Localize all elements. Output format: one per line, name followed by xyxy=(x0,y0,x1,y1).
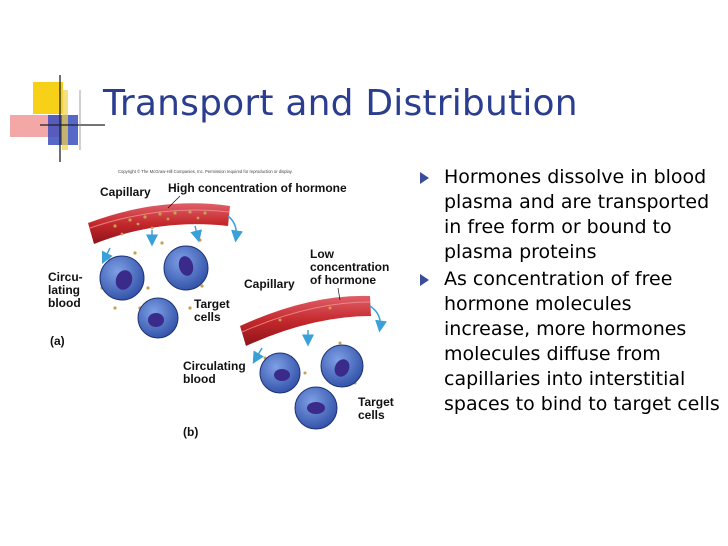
capillary-a xyxy=(88,203,230,244)
label-panel-b: (b) xyxy=(183,425,198,439)
target-cell-a2 xyxy=(163,245,209,291)
target-cell-a1 xyxy=(99,255,145,301)
bullet-arrow-icon xyxy=(420,172,429,184)
label-circulating-blood-a-2: lating xyxy=(48,283,80,297)
label-target-cells-b-1: Target xyxy=(358,395,394,409)
label-circulating-blood-a-1: Circu- xyxy=(48,270,83,284)
title-decoration xyxy=(10,75,105,162)
label-target-cells-a-2: cells xyxy=(194,310,221,324)
slide-title: Transport and Distribution xyxy=(103,83,578,124)
label-circulating-blood-b-2: blood xyxy=(183,372,216,386)
bullet-list: Hormones dissolve in blood plasma and ar… xyxy=(420,165,720,419)
figure-illustration: Copyright © The McGraw-Hill Companies, I… xyxy=(48,169,394,439)
bullet-item: Hormones dissolve in blood plasma and ar… xyxy=(420,165,720,265)
label-low-concentration-3: of hormone xyxy=(310,273,376,287)
label-target-cells-a-1: Target xyxy=(194,297,230,311)
hormone-transport-figure: Copyright © The McGraw-Hill Companies, I… xyxy=(40,168,410,448)
bullet-text: As concentration of free hormone molecul… xyxy=(444,268,720,415)
bullet-arrow-icon xyxy=(420,274,429,286)
copyright-text: Copyright © The McGraw-Hill Companies, I… xyxy=(118,169,293,174)
target-cell-b3 xyxy=(294,386,338,430)
label-circulating-blood-a-3: blood xyxy=(48,296,81,310)
label-low-concentration-1: Low xyxy=(310,247,335,261)
label-high-concentration: High concentration of hormone xyxy=(168,181,347,195)
label-panel-a: (a) xyxy=(50,334,65,348)
target-cell-a3 xyxy=(137,297,179,339)
label-circulating-blood-b-1: Circulating xyxy=(183,359,246,373)
target-cell-b2 xyxy=(320,344,364,388)
target-cell-b1 xyxy=(259,352,301,394)
label-low-concentration-2: concentration xyxy=(310,260,389,274)
capillary-b xyxy=(240,295,371,346)
bullet-item: As concentration of free hormone molecul… xyxy=(420,267,720,417)
label-target-cells-b-2: cells xyxy=(358,408,385,422)
bullet-text: Hormones dissolve in blood plasma and ar… xyxy=(444,166,710,263)
label-capillary-a: Capillary xyxy=(100,185,151,199)
label-capillary-b: Capillary xyxy=(244,277,295,291)
